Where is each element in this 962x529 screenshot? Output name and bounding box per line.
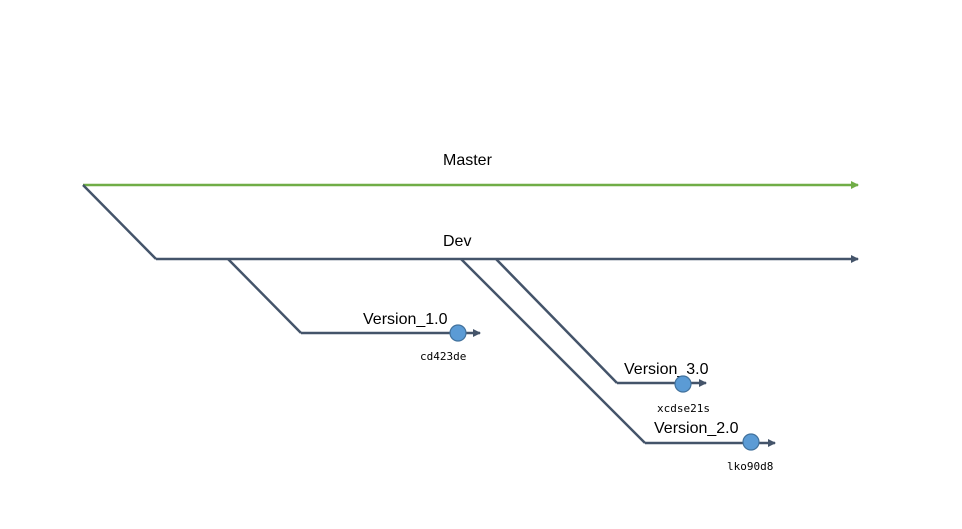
version-3-commit-hash: xcdse21s — [657, 402, 710, 415]
master-to-dev-connector — [82, 184, 157, 260]
dev-label: Dev — [443, 233, 471, 250]
dev-to-version-1-connector — [227, 258, 302, 334]
version-1-label: Version_1.0 — [363, 311, 448, 328]
dev-to-version-3-connector — [495, 258, 618, 384]
version-2-commit-hash: lko90d8 — [727, 460, 773, 473]
version-2-commit-node[interactable] — [742, 433, 760, 451]
version-3-commit-node[interactable] — [674, 375, 692, 393]
master-label: Master — [443, 152, 493, 169]
dev-to-version-2-connector — [460, 258, 646, 444]
version-2-label: Version_2.0 — [654, 420, 739, 437]
version-1-commit-hash: cd423de — [420, 350, 466, 363]
version-1-commit-node[interactable] — [449, 324, 467, 342]
version-3-label: Version_3.0 — [624, 361, 709, 378]
